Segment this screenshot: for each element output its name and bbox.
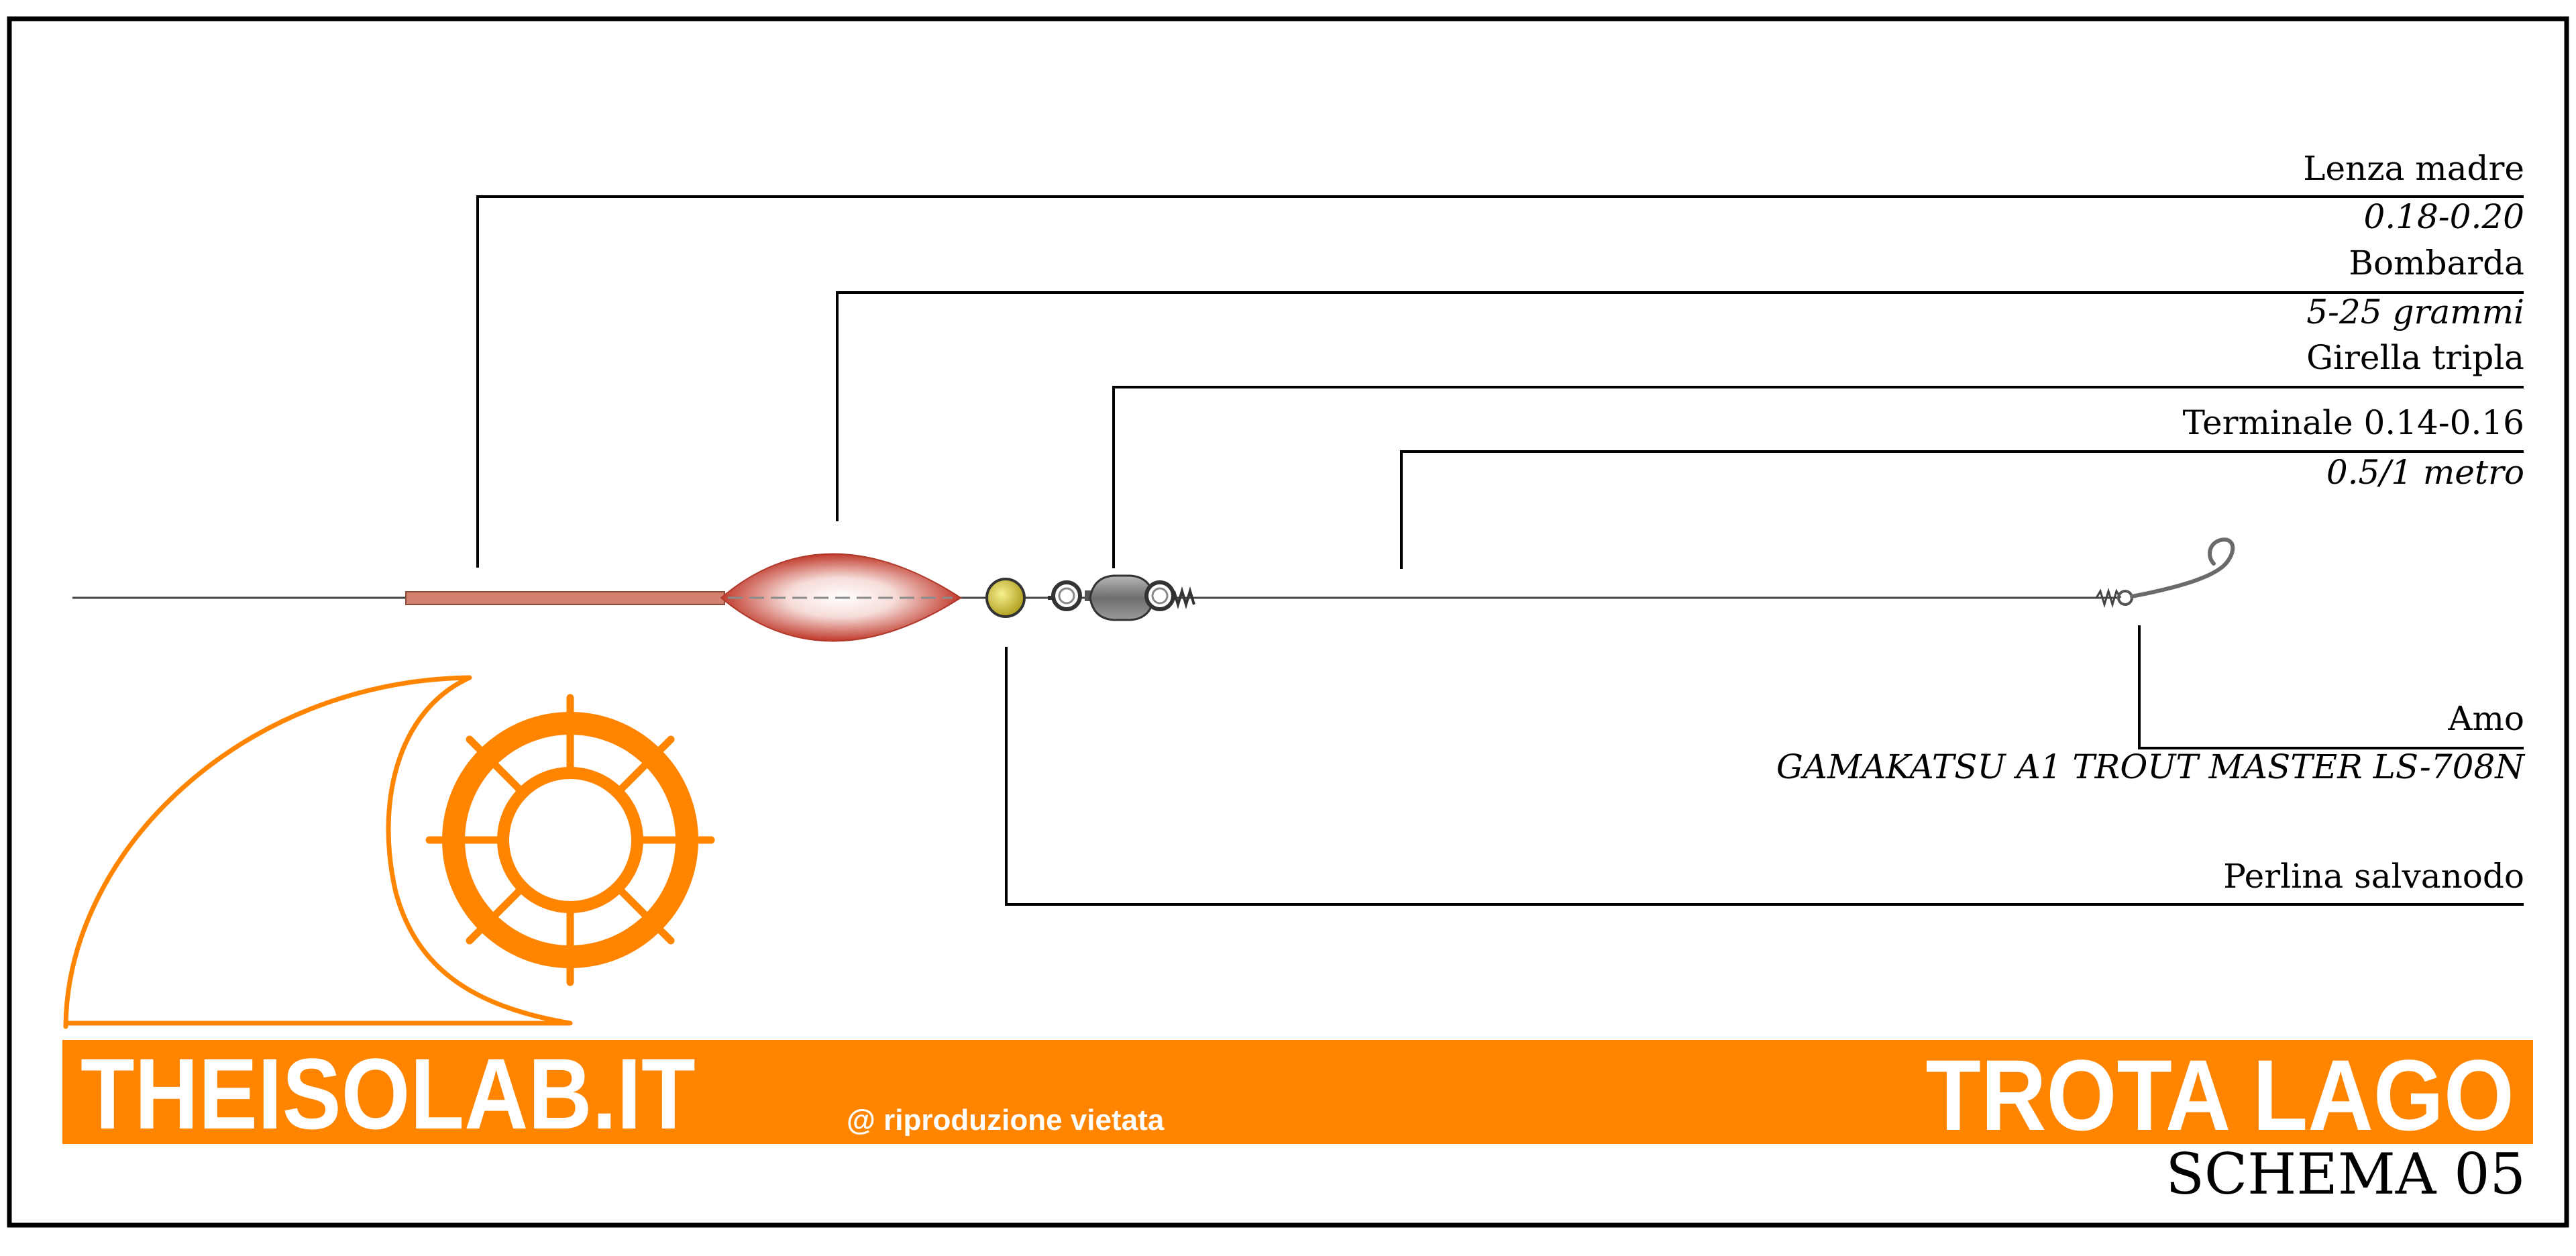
label-bombarda-spec: 5-25 grammi	[2306, 293, 2524, 331]
leader-bombarda	[836, 291, 2524, 521]
rig-subtitle: SCHEMA 05	[2165, 1141, 2526, 1207]
label-bombarda: Bombarda	[2349, 244, 2524, 282]
label-perlina: Perlina salvanodo	[2223, 857, 2524, 896]
frame-border	[7, 16, 2569, 1228]
leader-girella	[1112, 386, 2524, 568]
label-amo-spec: GAMAKATSU A1 TROUT MASTER LS-708N	[1776, 747, 2524, 786]
label-girella: Girella tripla	[2306, 338, 2524, 377]
leader-terminale	[1400, 450, 2524, 569]
bead-icon	[985, 578, 1026, 618]
copyright-notice: @ riproduzione vietata	[847, 1104, 1165, 1137]
label-terminale: Terminale 0.14-0.16	[2182, 403, 2524, 442]
leader-lenza-madre	[476, 195, 2524, 568]
wave-and-ship-wheel-icon	[63, 675, 715, 1029]
rig-title: TROTA LAGO	[1925, 1039, 2514, 1151]
leader-perlina	[1005, 647, 2524, 906]
label-amo: Amo	[2448, 699, 2524, 738]
float-icon	[720, 553, 962, 642]
leader-amo	[2138, 625, 2524, 749]
footer-banner	[62, 1040, 2533, 1144]
fishing-hook-icon	[2095, 537, 2235, 609]
label-lenza-madre: Lenza madre	[2303, 149, 2524, 188]
triple-swivel-icon	[1048, 574, 1195, 621]
label-terminale-spec: 0.5/1 metro	[2326, 453, 2524, 492]
label-lenza-madre-spec: 0.18-0.20	[2363, 197, 2524, 236]
brand-name: THEISOLAB.IT	[80, 1037, 696, 1150]
line-tube	[405, 591, 725, 605]
leader-lines	[476, 195, 2524, 906]
